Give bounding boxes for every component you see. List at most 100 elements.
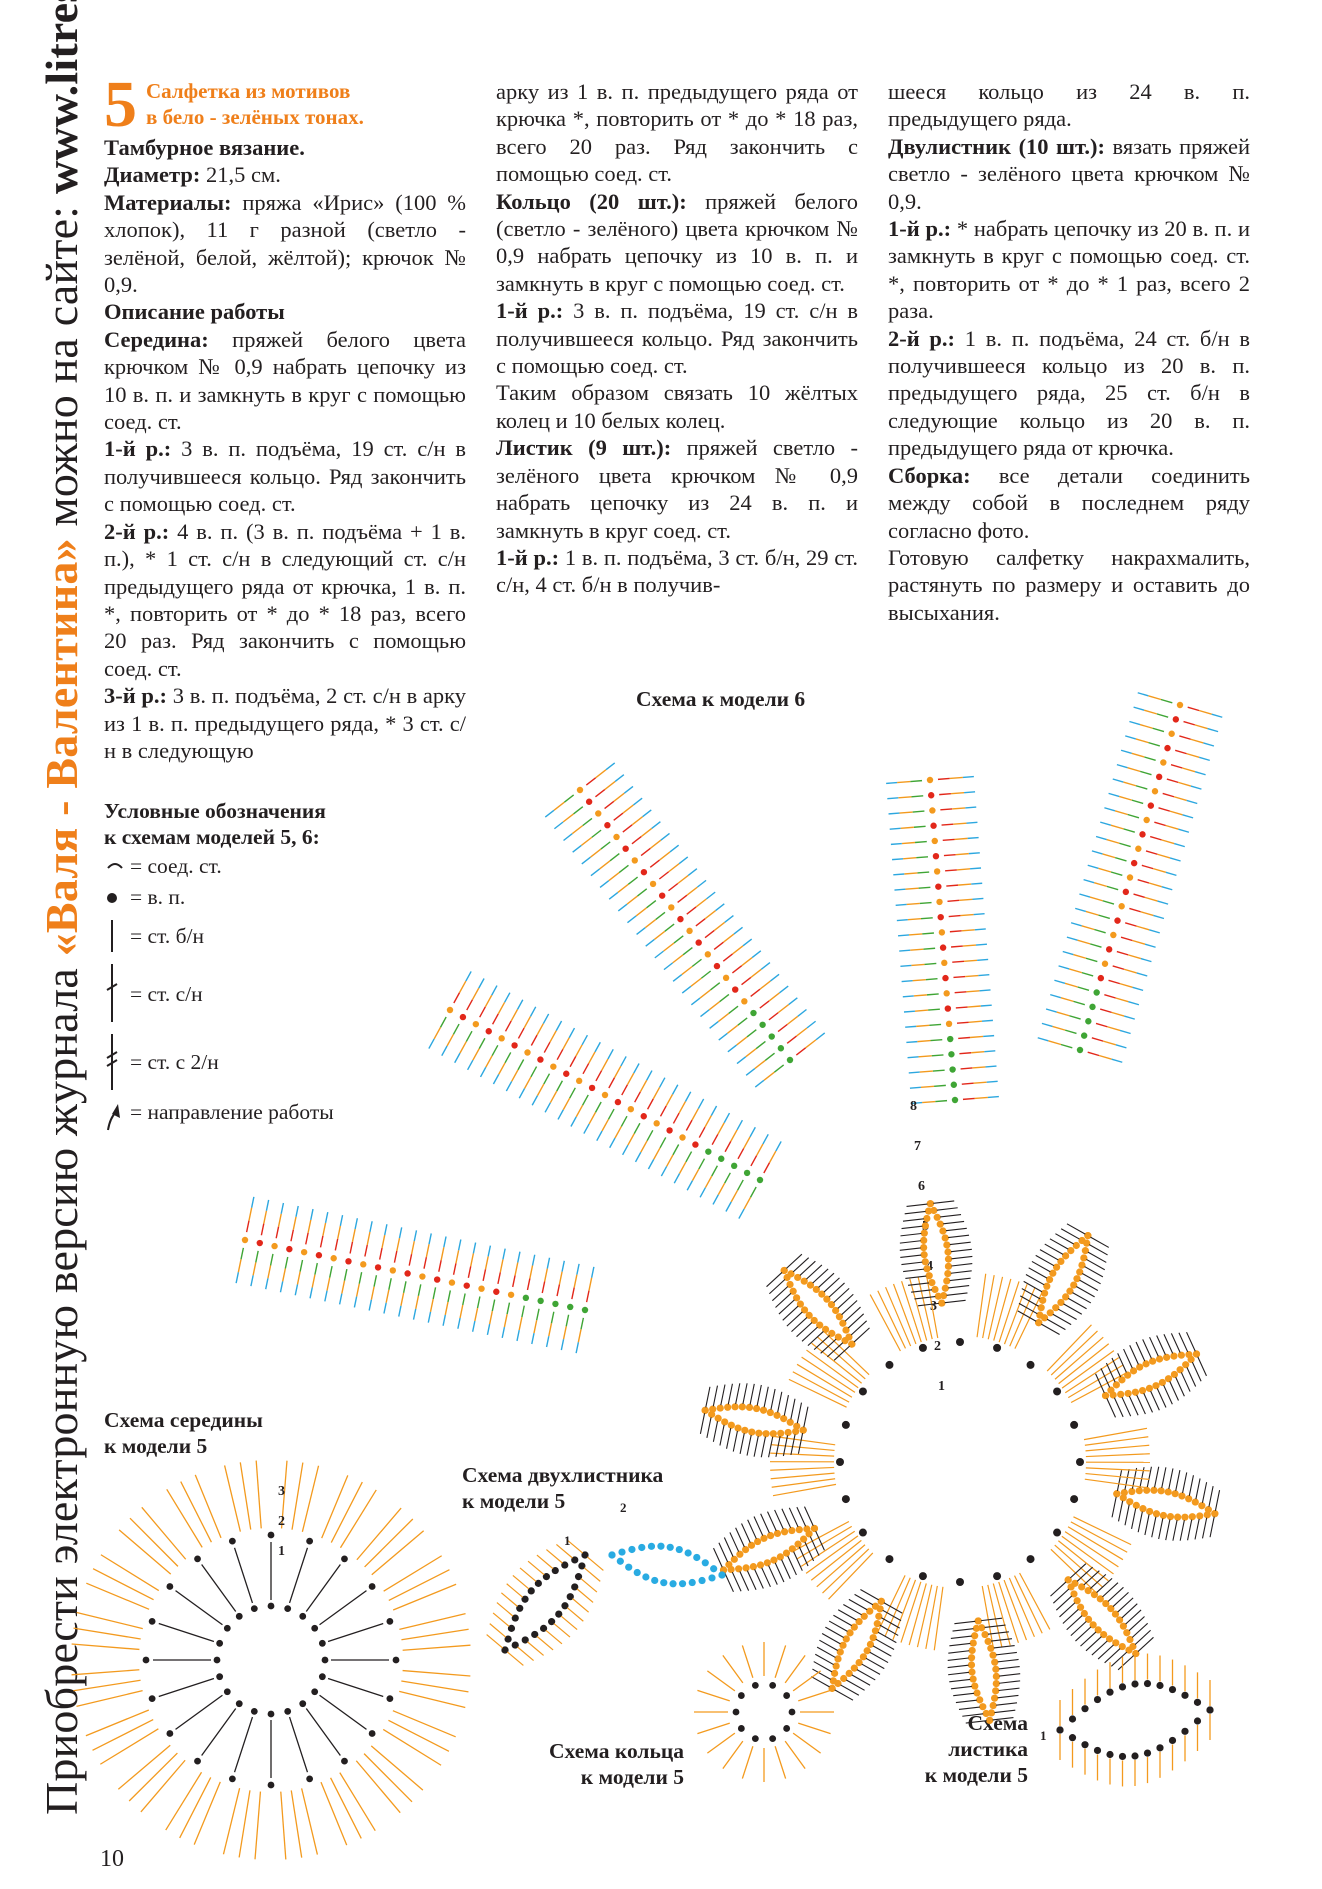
petal-stitch (908, 1057, 919, 1058)
leaf-dot (833, 1662, 840, 1669)
petal-chain-dot (390, 1267, 396, 1273)
petal-stitch (439, 1260, 441, 1272)
petal-stitch (394, 1251, 396, 1263)
petal-stitch (253, 1262, 256, 1275)
petal-chain-dot (242, 1237, 248, 1243)
petal-stitch (374, 1275, 376, 1287)
ring-dot (789, 1709, 796, 1716)
petal-stitch (656, 912, 665, 919)
petal-stitch (563, 814, 573, 822)
petal-stitch (627, 916, 636, 923)
petal-stitch (700, 1188, 705, 1198)
petal-chain-dot (1177, 702, 1183, 708)
petal-stitch (744, 1197, 750, 1209)
double-leaf-blue-dot (660, 1579, 667, 1586)
center-scheme-dot (194, 1555, 201, 1562)
petal-stitch (609, 1078, 615, 1088)
leaf-stitch (994, 1646, 1015, 1648)
leaf-stitch (951, 1271, 972, 1273)
leaf-stitch (951, 1256, 972, 1258)
petal-stitch (549, 1323, 552, 1336)
petal-stitch (898, 935, 909, 936)
connecting-stitch (1062, 1351, 1114, 1389)
petal-stitch (978, 975, 989, 976)
petal-stitch (750, 1127, 755, 1137)
petal-stitch (673, 975, 682, 982)
petal-stitch (718, 1013, 728, 1021)
petal-stitch (1136, 786, 1147, 789)
leaf-stitch (782, 1509, 791, 1528)
petal-stitch (966, 822, 977, 823)
center-scheme-dot (319, 1640, 326, 1647)
leaf-stitch (724, 1537, 733, 1556)
connecting-stitch (917, 1585, 931, 1647)
center-scheme-outer-stitch (393, 1711, 456, 1737)
petal-stitch (632, 837, 641, 844)
petal-stitch (965, 976, 978, 977)
petal-stitch (958, 1038, 970, 1039)
petal-chain-dot (932, 838, 938, 844)
leaf-stitch (740, 1433, 744, 1454)
leaf-dot (992, 1666, 999, 1673)
petal-chain-dot (666, 1127, 672, 1133)
petal-stitch (959, 1053, 971, 1054)
petal-stitch (445, 1302, 448, 1315)
petal-chain-dot (602, 1092, 608, 1098)
petal-stitch (564, 834, 573, 841)
petal-stitch (448, 1290, 450, 1302)
leaf-stitch (1061, 1229, 1079, 1239)
double-leaf-stitch (577, 1589, 593, 1603)
leaf-stitch (1137, 1395, 1146, 1414)
leaf-dot (1142, 1360, 1149, 1367)
petal-stitch (637, 889, 646, 896)
petal-chain-dot (1139, 831, 1145, 837)
petal-stitch (1107, 840, 1120, 844)
petal-chain-dot (650, 881, 656, 887)
leaf-stitch (948, 1658, 969, 1660)
leaf-dot (794, 1541, 801, 1548)
leaf-stitch (1183, 1472, 1187, 1493)
petal-stitch (723, 934, 733, 942)
leaf-dot (923, 1265, 930, 1272)
petal-stitch (1092, 1038, 1103, 1041)
petal-stitch (602, 1059, 608, 1071)
center-chain-dot (1027, 1555, 1035, 1563)
petal-stitch (268, 1265, 271, 1278)
petal-stitch (618, 904, 627, 911)
leaf-stitch (750, 1384, 754, 1405)
petal-stitch (283, 1269, 286, 1282)
connecting-stitch (1085, 1474, 1149, 1480)
petal-stitch (955, 838, 968, 839)
leaf-stitch (900, 1255, 921, 1257)
petal-stitch (712, 1166, 718, 1176)
petal-stitch (1079, 894, 1090, 897)
petal-stitch (502, 1327, 504, 1338)
petal-stitch (983, 1036, 994, 1037)
petal-stitch (1086, 911, 1099, 915)
petal-chain-dot (271, 1243, 277, 1249)
leaf-stitch (1180, 1520, 1184, 1541)
petal-chain-dot (449, 1279, 455, 1285)
leaf-stitch (855, 1594, 873, 1604)
petal-chain-dot (1168, 731, 1174, 737)
double-leaf-blue-dot (669, 1580, 676, 1587)
center-scheme-dot (236, 1613, 243, 1620)
leaf-stitch (1125, 1505, 1129, 1526)
petal-stitch (479, 979, 484, 989)
center-chain-dot (885, 1555, 893, 1563)
petal-stitch (659, 872, 668, 879)
center-scheme-outer-stitch (86, 1583, 149, 1609)
leaf-row-number: 1 (1040, 1728, 1047, 1743)
petal-chain-dot (524, 1049, 530, 1055)
leaf-dot (1076, 1268, 1083, 1275)
petal-stitch (559, 1272, 562, 1285)
center-scheme-stitch (290, 1548, 308, 1603)
leaf-stitch (740, 1572, 749, 1591)
leaf-dot (864, 1647, 871, 1654)
petal-stitch (1174, 844, 1185, 847)
petal-stitch (744, 1137, 750, 1149)
petal-stitch (955, 992, 967, 993)
leaf-stitch (1064, 1304, 1082, 1314)
leaf-stitch (815, 1654, 833, 1664)
petal-stitch (682, 986, 691, 993)
